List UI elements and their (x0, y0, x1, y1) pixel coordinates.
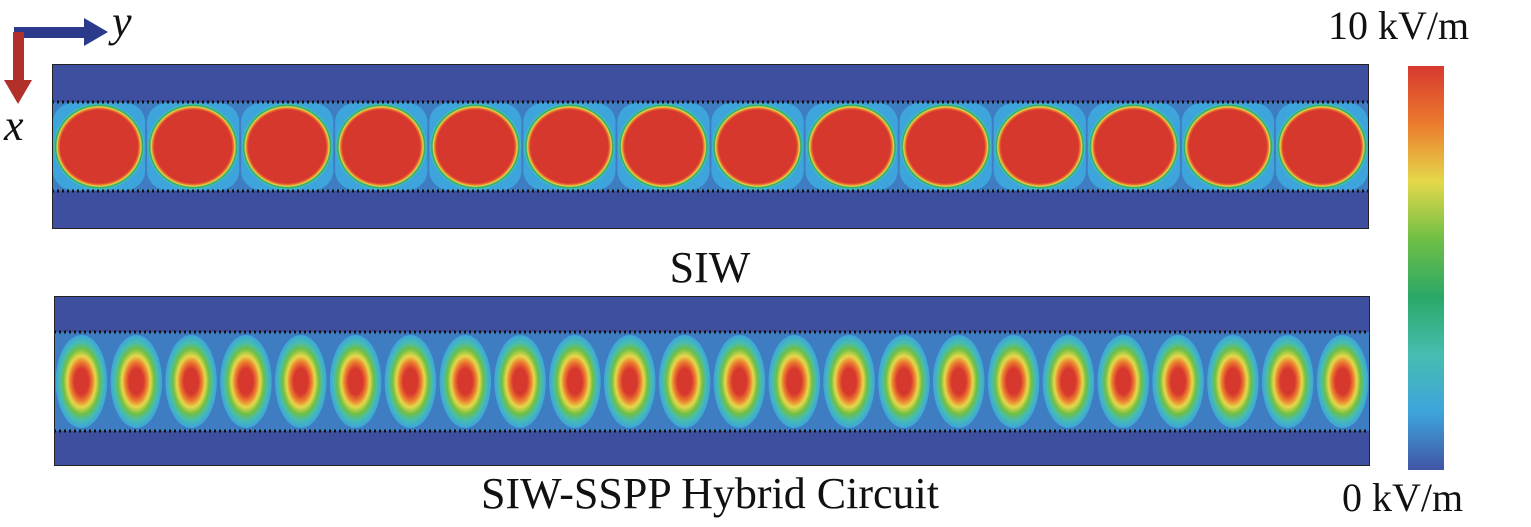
siw-caption: SIW (669, 243, 751, 292)
hybrid-field-cell (878, 334, 930, 429)
x-axis-arrow (4, 32, 32, 104)
hybrid-field-cell (713, 334, 766, 429)
coordinate-axes (4, 18, 108, 104)
siw-field-cell (147, 102, 240, 191)
siw-field-cell (241, 102, 334, 191)
hybrid-field-cell (110, 334, 163, 429)
siw-field-cell (1275, 102, 1369, 191)
hybrid-field-cell (1316, 334, 1369, 429)
siw-field-cell (993, 102, 1086, 191)
hybrid-field-cell (1207, 334, 1259, 429)
colorbar (1408, 66, 1444, 470)
colorbar-gradient (1408, 66, 1444, 470)
hybrid-field-cell (384, 334, 437, 429)
hybrid-field-cell (55, 334, 108, 429)
y-axis-label: y (112, 0, 132, 46)
hybrid-field-cell (1042, 334, 1095, 429)
siw-field-cell (429, 102, 522, 191)
siw-field-cell (805, 102, 898, 191)
hybrid-field-cell (932, 334, 985, 429)
hybrid-field-panel (54, 296, 1370, 466)
hybrid-caption: SIW-SSPP Hybrid Circuit (481, 469, 939, 518)
hybrid-field-cell (1261, 334, 1314, 429)
hybrid-field-cell (823, 334, 875, 429)
hybrid-field-cell (165, 334, 217, 429)
hybrid-field-cell (439, 334, 492, 429)
hybrid-field-cell (658, 334, 711, 429)
hybrid-field-cell (603, 334, 656, 429)
hybrid-channel (54, 332, 1370, 431)
siw-cells (52, 102, 1369, 191)
hybrid-field-cell (329, 334, 382, 429)
siw-field-cell (523, 102, 616, 191)
hybrid-field-cell (274, 334, 327, 429)
hybrid-field-cell (768, 334, 821, 429)
colorbar-max-label: 10 kV/m (1328, 3, 1470, 48)
siw-field-cell (1181, 102, 1274, 191)
hybrid-field-cell (1152, 334, 1204, 429)
siw-field-panel (52, 64, 1369, 229)
hybrid-field-cell (549, 334, 601, 429)
colorbar-min-label: 0 kV/m (1342, 475, 1464, 520)
siw-field-cell (899, 102, 992, 191)
siw-field-cell (1087, 102, 1180, 191)
hybrid-via-walls (54, 330, 1370, 433)
siw-field-cell (335, 102, 428, 191)
x-axis-label: x (4, 101, 24, 150)
hybrid-border (54, 296, 1370, 466)
y-axis-arrow (14, 18, 108, 46)
hybrid-field-cell (220, 334, 272, 429)
hybrid-field-cell (1097, 334, 1150, 429)
siw-field-cell (711, 102, 804, 191)
siw-border (52, 64, 1369, 229)
siw-field-cell (52, 102, 146, 191)
hybrid-cells (55, 334, 1369, 429)
hybrid-field-cell (494, 334, 546, 429)
siw-field-cell (617, 102, 710, 191)
hybrid-field-cell (987, 334, 1040, 429)
